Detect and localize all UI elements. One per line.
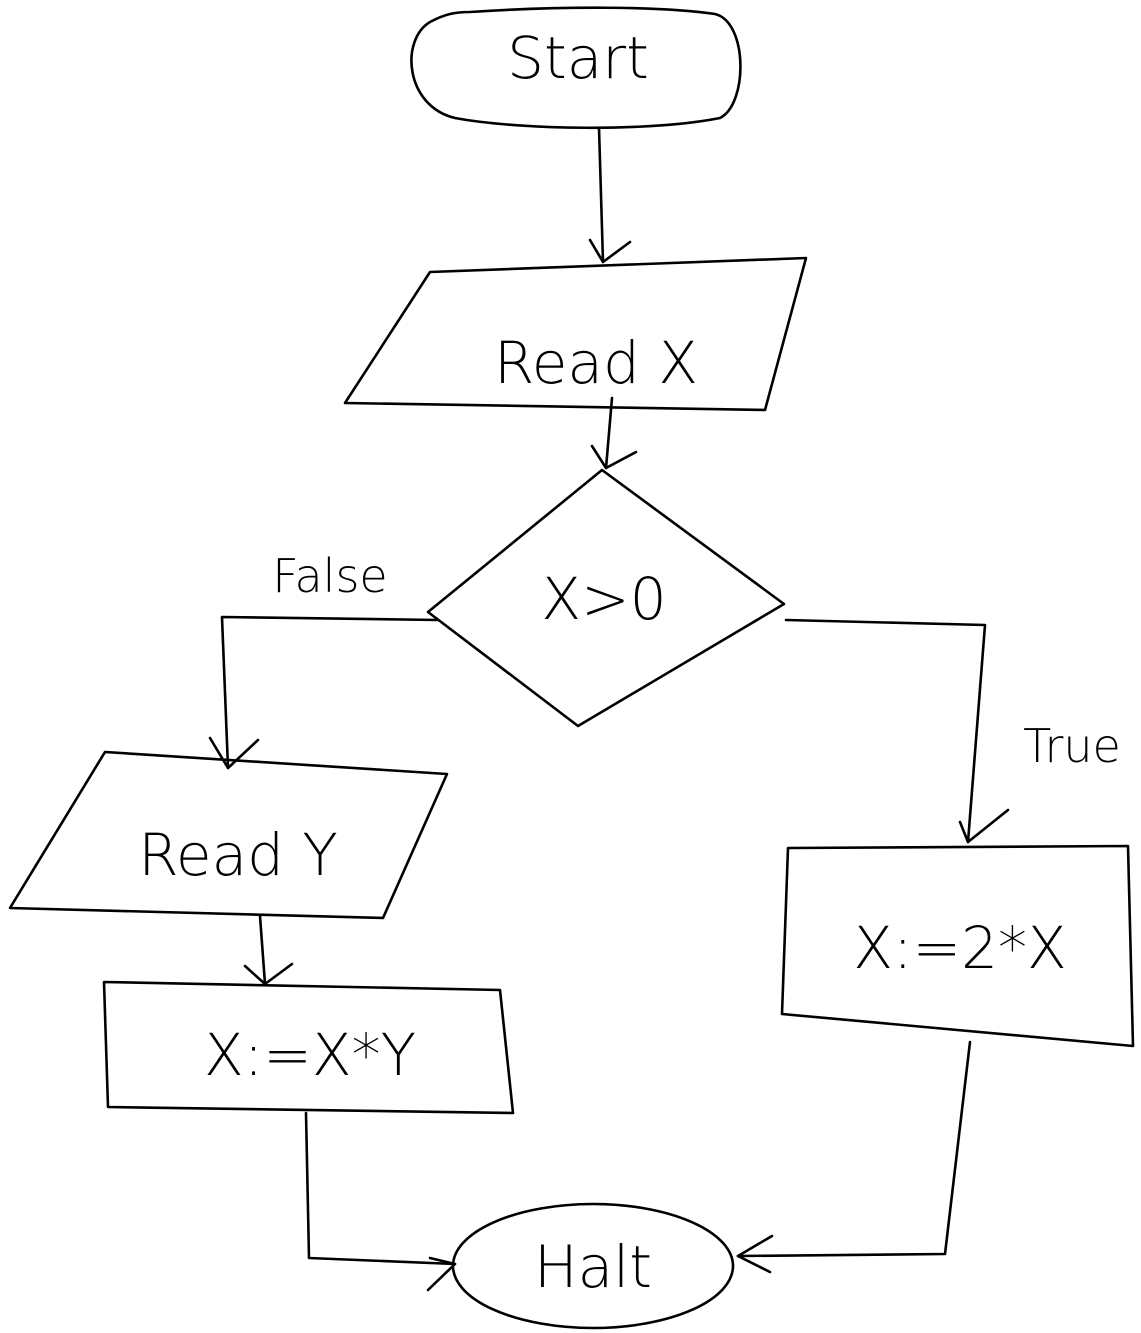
- false-branch-label: False: [272, 549, 387, 603]
- edge-read-x-to-decision: [590, 396, 638, 470]
- assign-2x-label: X:=2*X: [853, 914, 1067, 982]
- assign-xy-node: X:=X*Y: [102, 980, 515, 1115]
- assign-2x-node: X:=2*X: [780, 844, 1135, 1048]
- edge-false-branch: False: [208, 549, 440, 770]
- read-y-shape: [8, 750, 449, 920]
- halt-label: Halt: [534, 1233, 652, 1301]
- decision-diamond-shape: [426, 468, 786, 728]
- read-y-node: Read Y: [8, 750, 449, 920]
- edge-read-y-to-assign-xy: [243, 914, 294, 986]
- read-y-label: Read Y: [138, 821, 338, 889]
- read-x-label: Read X: [494, 329, 698, 397]
- read-x-node: Read X: [343, 256, 808, 412]
- edge-true-branch: True: [784, 618, 1121, 844]
- start-node: Start: [410, 6, 742, 130]
- assign-2x-shape: [780, 844, 1135, 1048]
- decision-label: X>0: [541, 565, 666, 633]
- assign-xy-label: X:=X*Y: [204, 1021, 416, 1089]
- start-label: Start: [507, 24, 649, 92]
- halt-terminator-shape: [451, 1202, 735, 1330]
- edge-assign-2x-to-halt: [736, 1040, 972, 1274]
- edge-start-to-read-x: [588, 126, 632, 264]
- start-terminator-shape: [410, 6, 742, 130]
- edge-assign-xy-to-halt: [304, 1111, 457, 1292]
- read-x-shape: [343, 256, 808, 412]
- assign-xy-shape: [102, 980, 515, 1115]
- decision-node: X>0: [426, 468, 786, 728]
- true-branch-label: True: [1023, 719, 1121, 773]
- halt-node: Halt: [451, 1202, 735, 1330]
